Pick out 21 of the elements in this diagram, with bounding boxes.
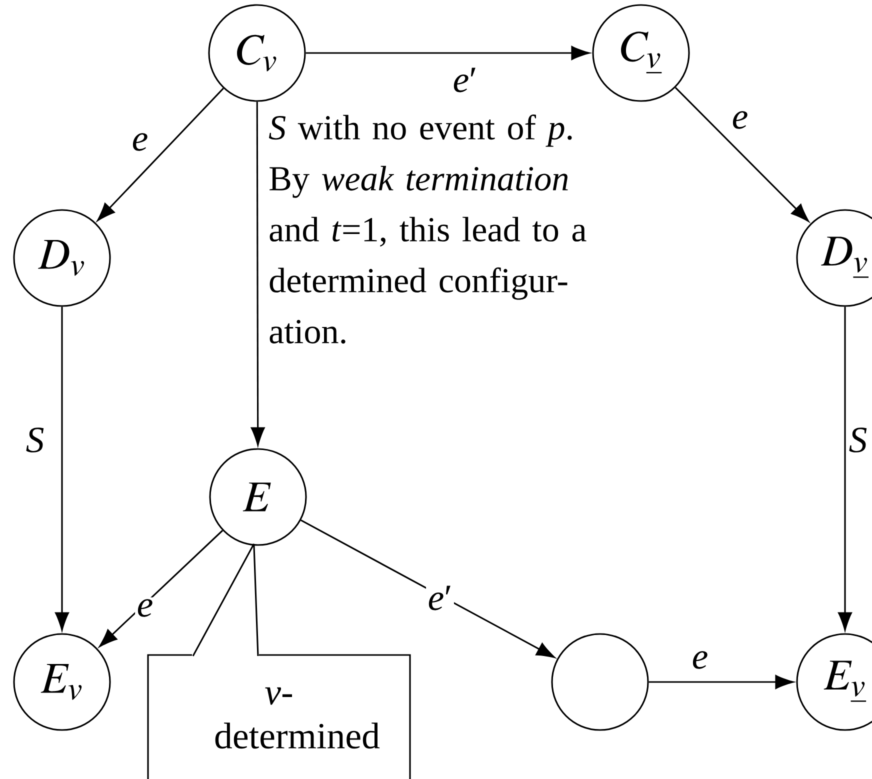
state-circle	[551, 633, 649, 731]
edge-label: S	[26, 428, 44, 452]
arrow	[99, 530, 224, 647]
callout-box: v-determined	[147, 654, 411, 779]
edge-label: e′	[454, 68, 476, 92]
edge-label: e	[132, 133, 148, 151]
edge-label: e	[692, 651, 708, 669]
callout-pointer	[192, 543, 259, 657]
edge-label: e	[138, 599, 152, 617]
arrow	[300, 520, 555, 658]
edge-label: e′	[428, 586, 450, 610]
edge-label: S	[849, 428, 867, 452]
edge-label: e	[732, 111, 748, 129]
arrow	[97, 88, 224, 221]
edge-label: S with no event of p. By weak termination and t=1, this lead to a determined configur-ation.	[268, 114, 586, 344]
arrow	[306, 46, 590, 60]
arrow	[55, 306, 69, 631]
arrow	[250, 102, 265, 446]
arrow	[674, 87, 809, 222]
arrow	[648, 675, 794, 689]
arrow	[838, 306, 852, 631]
